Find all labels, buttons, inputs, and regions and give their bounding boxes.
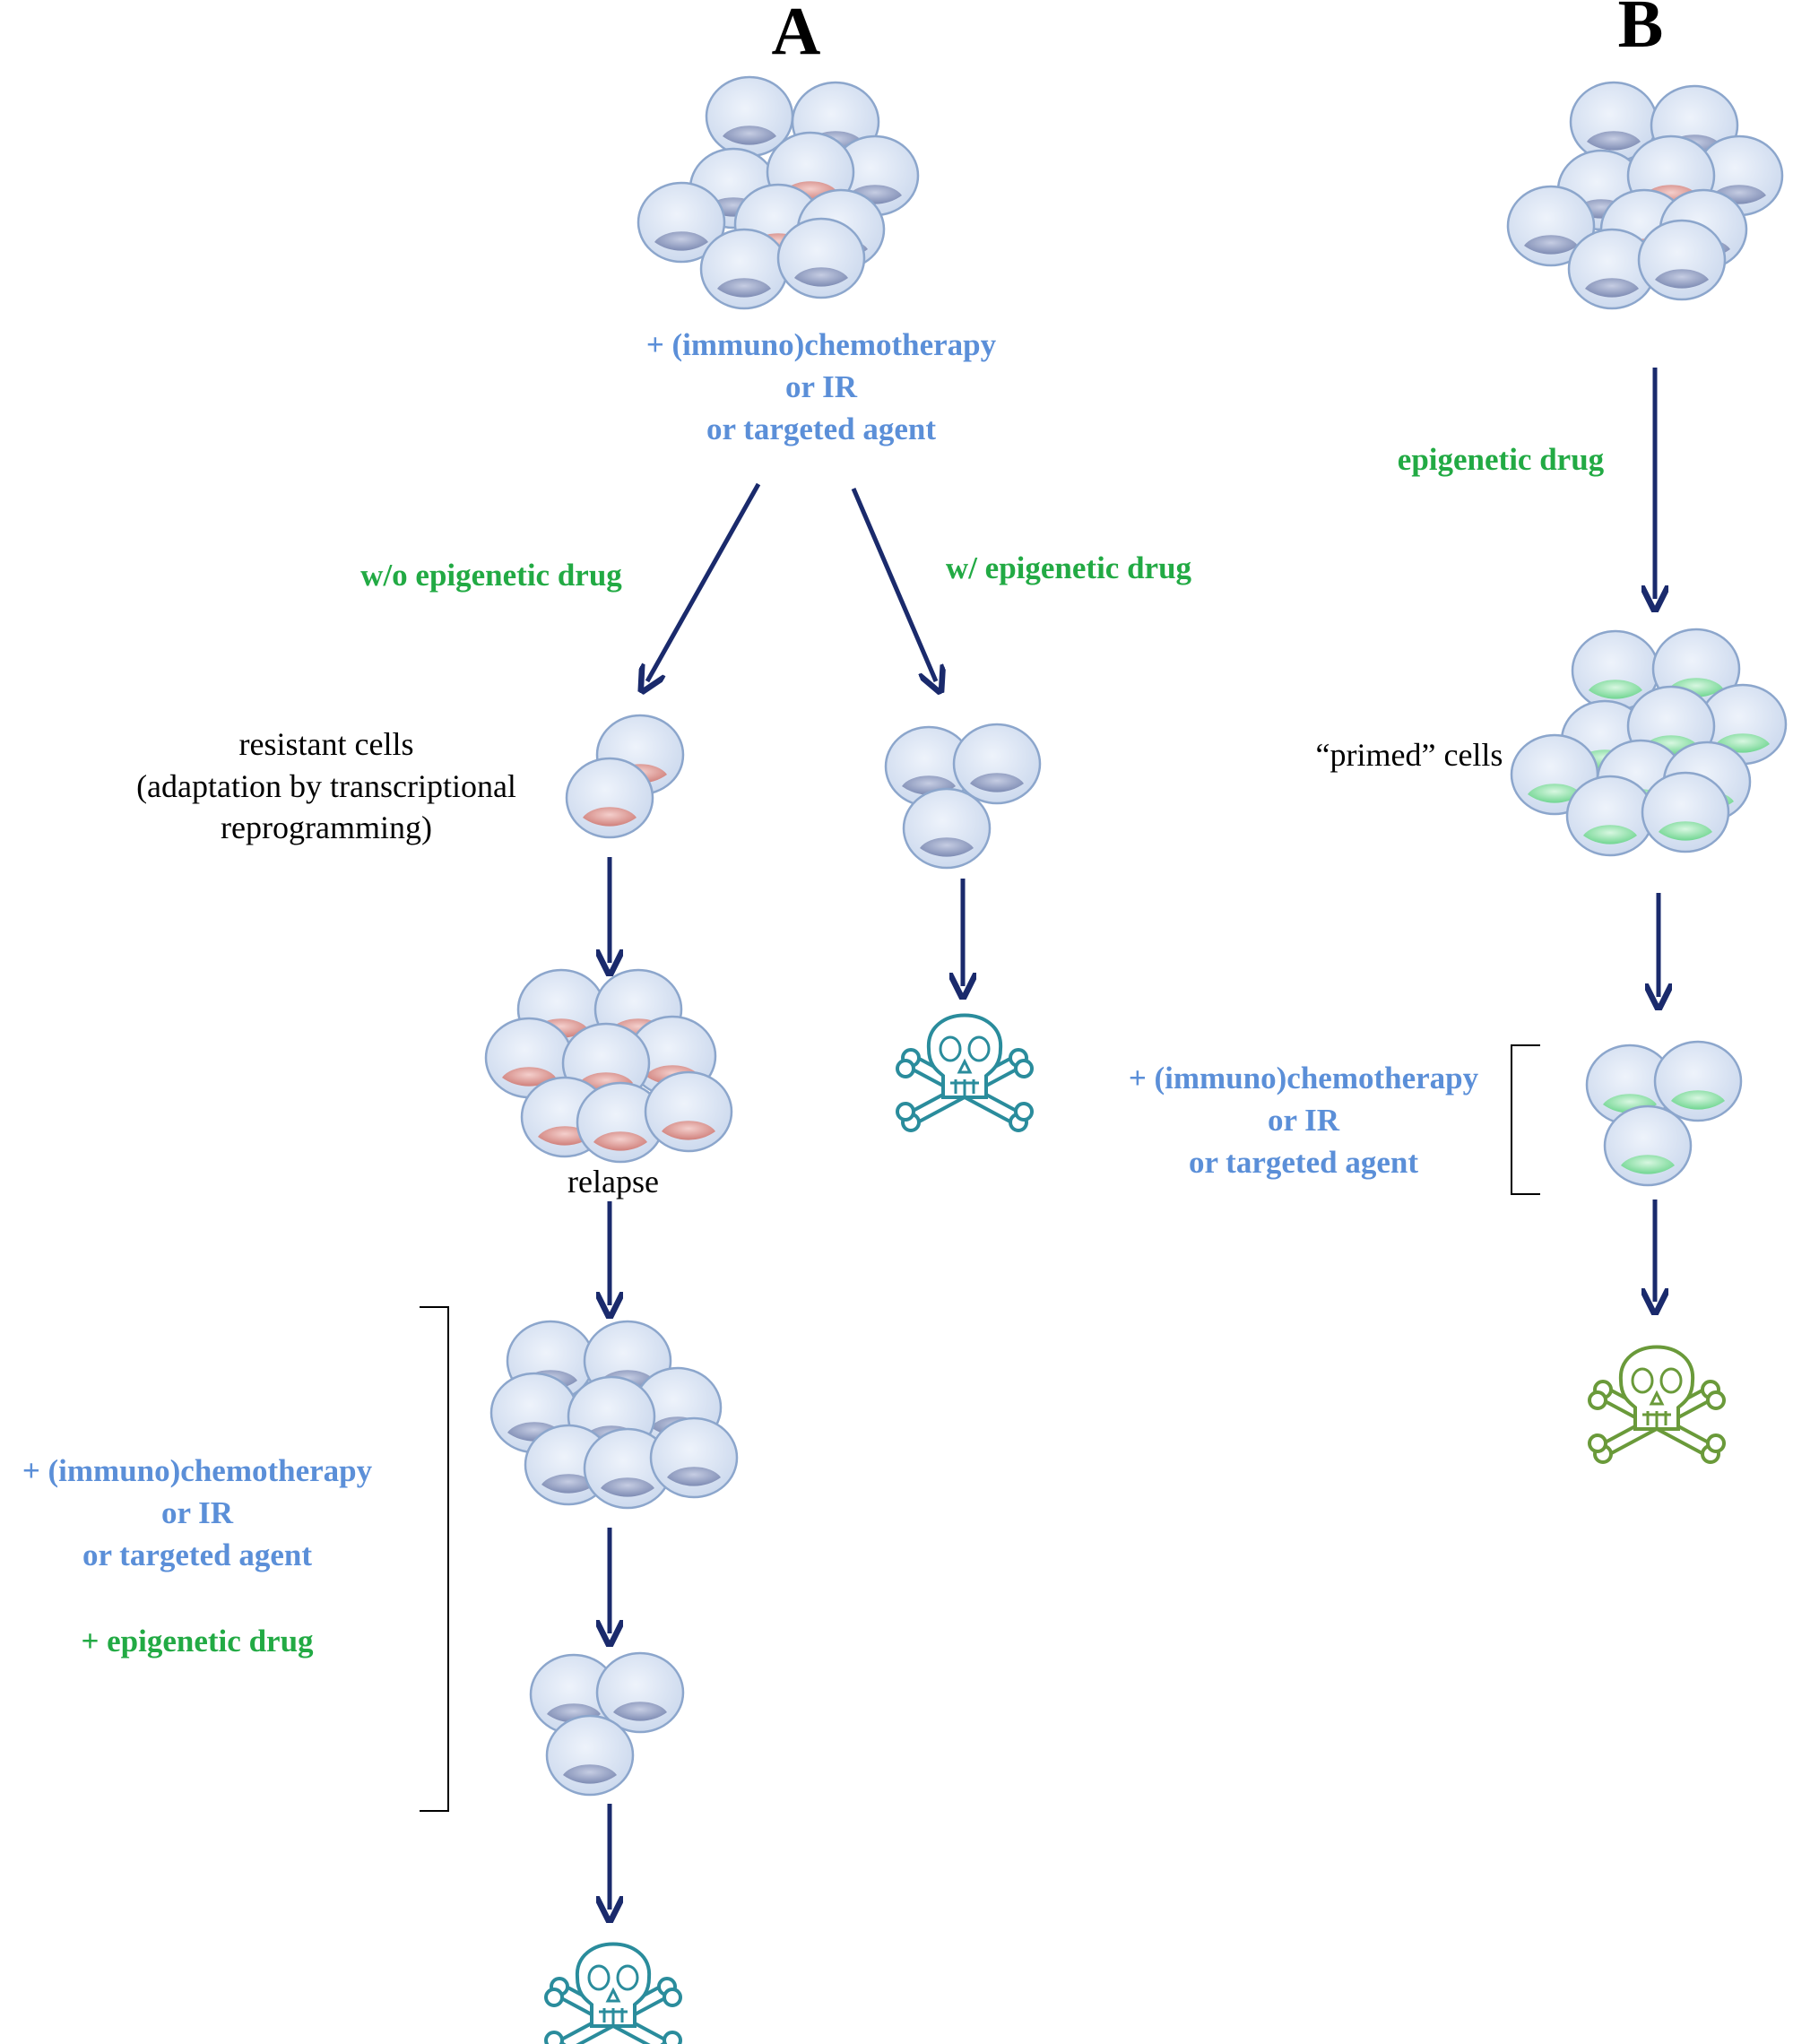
panel-a-label: A bbox=[772, 0, 821, 69]
resistant-cells-label: resistant cells (adaptation by transcrip… bbox=[136, 726, 516, 845]
with-epigenetic-label: w/ epigenetic drug bbox=[946, 550, 1192, 585]
skull-crossbones-icon-b bbox=[1589, 1347, 1724, 1463]
cluster-remaining bbox=[529, 1651, 685, 1797]
arrow-down-icon-a-left bbox=[647, 482, 761, 681]
svg-text:+ (immuno)chemotherapy: + (immuno)chemotherapy bbox=[22, 1453, 373, 1488]
cluster-a-initial bbox=[637, 75, 920, 310]
cluster-primed-remaining bbox=[1585, 1040, 1743, 1187]
cluster-retreat bbox=[489, 1320, 739, 1510]
skull-crossbones-icon-a-bottom bbox=[546, 1944, 680, 2044]
combo-treatment-text: + (immuno)chemotherapy or IR or targeted… bbox=[22, 1453, 373, 1659]
svg-text:+ (immuno)chemotherapy: + (immuno)chemotherapy bbox=[1129, 1061, 1479, 1096]
arrow-down-icon-a-right bbox=[851, 488, 936, 681]
cluster-resistant bbox=[565, 714, 685, 839]
without-epigenetic-label: w/o epigenetic drug bbox=[360, 558, 622, 593]
svg-text:or IR: or IR bbox=[161, 1495, 234, 1530]
svg-text:or targeted agent: or targeted agent bbox=[1189, 1145, 1418, 1180]
svg-text:or IR: or IR bbox=[1268, 1103, 1340, 1138]
svg-text:+ epigenetic drug: + epigenetic drug bbox=[81, 1624, 314, 1659]
primed-cells-label: “primed” cells bbox=[1316, 737, 1503, 773]
treatment-line-3: or targeted agent bbox=[706, 411, 936, 446]
relapse-label: relapse bbox=[567, 1164, 659, 1200]
svg-text:or targeted agent: or targeted agent bbox=[82, 1537, 312, 1572]
cluster-relapse bbox=[484, 968, 733, 1164]
svg-text:reprogramming): reprogramming) bbox=[221, 810, 432, 845]
svg-text:(adaptation by transcriptional: (adaptation by transcriptional bbox=[136, 768, 516, 804]
treatment-text-a: + (immuno)chemotherapy or IR or targeted… bbox=[646, 327, 997, 446]
skull-crossbones-icon-a-right bbox=[897, 1016, 1032, 1131]
treatment-text-b: + (immuno)chemotherapy or IR or targeted… bbox=[1129, 1061, 1479, 1180]
cluster-b-initial bbox=[1506, 81, 1784, 310]
cluster-primed bbox=[1510, 628, 1788, 857]
svg-text:resistant cells: resistant cells bbox=[239, 726, 414, 762]
epigenetic-drug-label-b: epigenetic drug bbox=[1398, 442, 1605, 477]
bracket-icon-a bbox=[420, 1306, 449, 1812]
cluster-sensitive bbox=[884, 723, 1042, 870]
bracket-icon-b bbox=[1511, 1044, 1540, 1195]
panel-b-label: B bbox=[1618, 0, 1664, 62]
treatment-line-2: or IR bbox=[785, 369, 858, 404]
treatment-line-1: + (immuno)chemotherapy bbox=[646, 327, 997, 362]
